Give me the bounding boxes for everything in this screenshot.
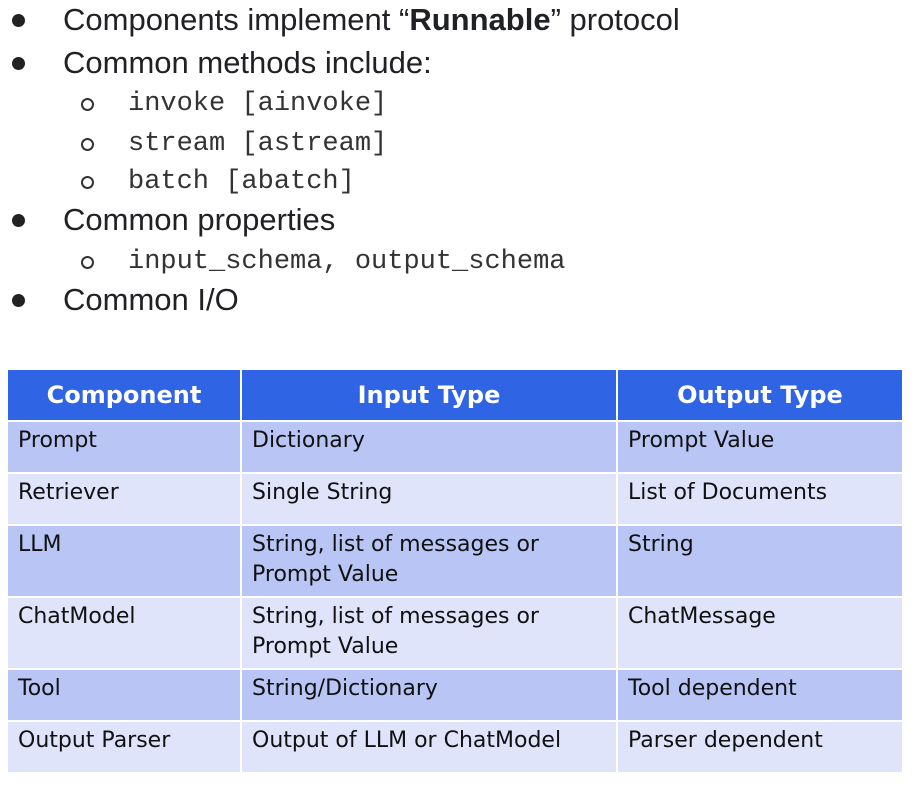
header-input-type: Input Type [240, 370, 618, 422]
cell-input: String, list of messages or Prompt Value [240, 596, 618, 670]
method-name: batch [abatch] [128, 167, 355, 197]
bullet-dot-icon [12, 214, 25, 227]
table-row: Retriever Single String List of Document… [8, 472, 902, 526]
bullet-dot-icon [12, 57, 25, 70]
cell-input: Dictionary [240, 420, 618, 474]
bullet-text: Common properties [63, 202, 336, 237]
bullet-text: Common I/O [63, 282, 239, 317]
cell-input: Single String [240, 472, 618, 526]
table-row: ChatModel String, list of messages or Pr… [8, 596, 902, 670]
cell-component: Retriever [8, 472, 242, 526]
bullet-dot-icon [12, 14, 25, 27]
cell-output: Prompt Value [616, 420, 902, 474]
table-row: LLM String, list of messages or Prompt V… [8, 524, 902, 598]
io-table: Component Input Type Output Type Prompt … [8, 370, 902, 774]
header-output-type: Output Type [616, 370, 902, 422]
bullet-text: Components implement “Runnable” protocol [63, 2, 680, 37]
table-row: Prompt Dictionary Prompt Value [8, 420, 902, 474]
cell-output: Tool dependent [616, 668, 902, 722]
table-header-row: Component Input Type Output Type [8, 370, 902, 422]
cell-component: Output Parser [8, 720, 242, 774]
sub-bullet-ring-icon [81, 98, 94, 111]
cell-output: String [616, 524, 902, 598]
cell-output: List of Documents [616, 472, 902, 526]
sub-bullet-ring-icon [81, 176, 94, 189]
cell-component: Tool [8, 668, 242, 722]
bullet-dot-icon [12, 294, 25, 307]
bullet-text: Common methods include: [63, 45, 432, 80]
cell-output: ChatMessage [616, 596, 902, 670]
cell-input: Output of LLM or ChatModel [240, 720, 618, 774]
cell-component: ChatModel [8, 596, 242, 670]
cell-component: LLM [8, 524, 242, 598]
cell-output: Parser dependent [616, 720, 902, 774]
cell-input: String, list of messages or Prompt Value [240, 524, 618, 598]
sub-bullet-ring-icon [81, 256, 94, 269]
table-row: Output Parser Output of LLM or ChatModel… [8, 720, 902, 774]
sub-bullet-ring-icon [81, 138, 94, 151]
cell-component: Prompt [8, 420, 242, 474]
cell-input: String/Dictionary [240, 668, 618, 722]
table-row: Tool String/Dictionary Tool dependent [8, 668, 902, 722]
method-name: invoke [ainvoke] [128, 89, 388, 119]
property-names: input_schema, output_schema [128, 247, 566, 277]
method-name: stream [astream] [128, 129, 388, 159]
header-component: Component [8, 370, 242, 422]
